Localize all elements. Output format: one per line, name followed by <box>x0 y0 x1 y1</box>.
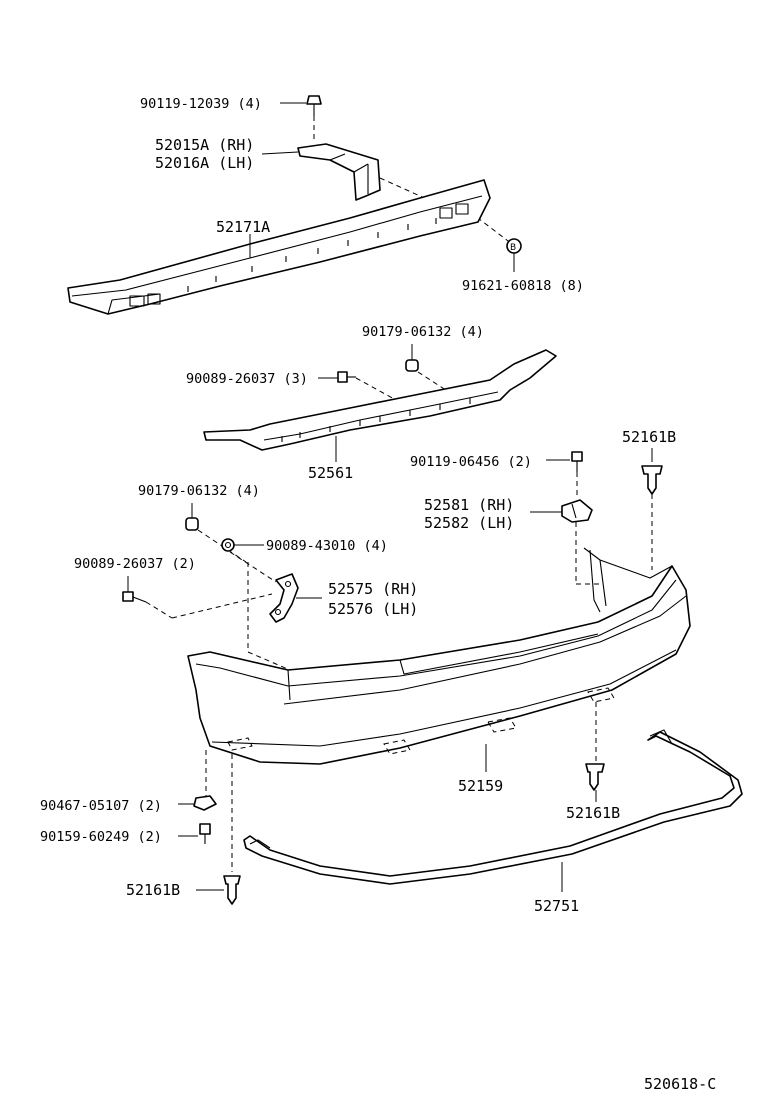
label-moulding: 52751 <box>534 897 579 915</box>
label-retainer-lh: 52582 (LH) <box>424 514 514 532</box>
dash-left-in <box>247 651 291 671</box>
nut-left-icon <box>185 517 199 531</box>
leader-bracket <box>261 151 299 155</box>
label-bolt-top: 90119-12039 (4) <box>140 96 262 112</box>
label-bolt-left: 90089-26037 (2) <box>74 556 196 572</box>
dash-bolt-upper <box>355 377 397 401</box>
nut-b-icon: B <box>506 238 522 254</box>
bolt-top-icon <box>306 95 322 116</box>
dash-washer-left <box>229 551 277 583</box>
label-bolt-upper: 90089-26037 (3) <box>186 371 308 387</box>
label-nut-upper: 90179-06132 (4) <box>362 324 484 340</box>
energy-absorber-icon <box>203 349 557 451</box>
bolt-upper-icon <box>337 371 356 383</box>
washer-left-icon <box>221 538 235 552</box>
label-clip-right-bottom: 52161B <box>566 804 620 822</box>
dash-bolt-left-2 <box>171 593 273 619</box>
nut-upper-icon <box>405 359 419 372</box>
dash-nut-upper <box>417 371 453 395</box>
label-clip-left: 52161B <box>126 881 180 899</box>
label-screw: 90159-60249 (2) <box>40 829 162 845</box>
label-support-rh: 52575 (RH) <box>328 580 418 598</box>
nut-clip-icon <box>193 795 217 811</box>
bolt-right-icon <box>571 451 583 472</box>
label-support-lh: 52576 (LH) <box>328 600 418 618</box>
clip-right-top-icon <box>641 465 663 495</box>
svg-text:B: B <box>510 243 516 253</box>
side-support-icon <box>269 573 299 623</box>
bumper-cover-icon <box>187 547 691 765</box>
label-cover: 52159 <box>458 777 503 795</box>
clip-left-icon <box>223 875 241 905</box>
label-clip-right-top: 52161B <box>622 428 676 446</box>
label-reinforcement: 52171A <box>216 218 270 236</box>
label-bracket-lh: 52016A (LH) <box>155 154 254 172</box>
dash-bolt-left <box>145 601 173 619</box>
figure-code: 520618-C <box>644 1075 716 1093</box>
label-nut-b: 91621-60818 (8) <box>462 278 584 294</box>
label-bolt-right: 90119-06456 (2) <box>410 454 532 470</box>
clip-right-bottom-icon <box>585 763 605 791</box>
moulding-strip-icon <box>243 729 743 885</box>
bracket-icon <box>297 143 381 201</box>
reinforcement-beam-icon <box>67 179 491 315</box>
label-retainer-rh: 52581 (RH) <box>424 496 514 514</box>
label-washer-left: 90089-43010 (4) <box>266 538 388 554</box>
retainer-icon <box>561 499 593 523</box>
label-absorber: 52561 <box>308 464 353 482</box>
label-bracket-rh: 52015A (RH) <box>155 136 254 154</box>
screw-icon <box>199 823 211 844</box>
label-nut-clip: 90467-05107 (2) <box>40 798 162 814</box>
bolt-left-icon <box>122 591 147 603</box>
label-nut-left: 90179-06132 (4) <box>138 483 260 499</box>
